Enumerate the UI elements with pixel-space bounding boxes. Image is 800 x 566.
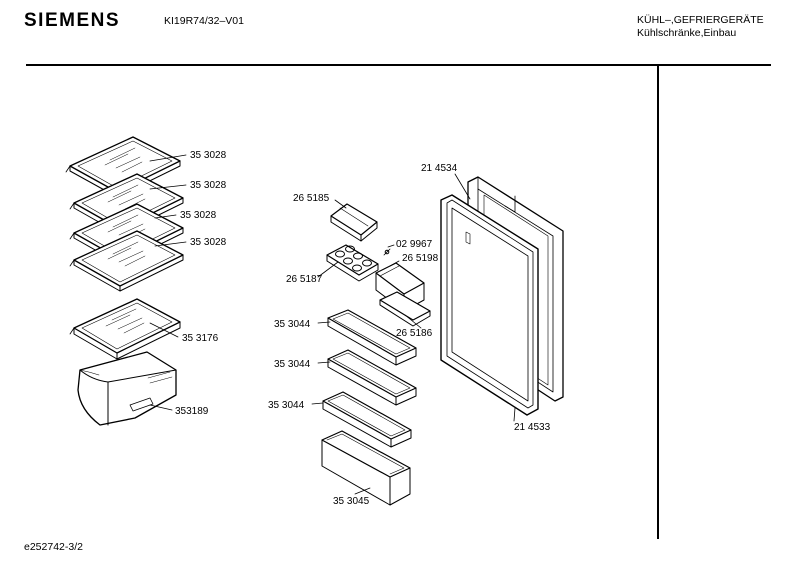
- glass-shelf-2: [69, 173, 184, 235]
- model-number: KI19R74/32–V01: [164, 15, 244, 27]
- egg-tray: [326, 244, 379, 282]
- door-tray-2: [327, 349, 417, 406]
- label-small-box: 26 5185: [293, 193, 330, 204]
- label-shelf-4: 35 3028: [190, 237, 227, 248]
- door-gasket: [440, 194, 539, 416]
- label-screw: 02 9967: [396, 239, 433, 250]
- category-subtitle: Kühlschränke,Einbau: [637, 27, 737, 39]
- label-butter-tray: 26 5186: [396, 328, 433, 339]
- glass-shelf-4: [69, 230, 184, 292]
- label-shelf-1: 35 3028: [190, 150, 227, 161]
- door-tray-1: [327, 309, 417, 366]
- leader-lines: [149, 154, 516, 495]
- label-egg-tray: 26 5187: [286, 274, 323, 285]
- small-box: [330, 203, 378, 242]
- door-bin: [321, 430, 411, 506]
- crisper-drawer: [77, 351, 177, 426]
- label-butter-lid: 26 5198: [402, 253, 439, 264]
- label-door-tray-2: 35 3044: [274, 359, 311, 370]
- label-door-tray-3: 35 3044: [268, 400, 305, 411]
- category-title: KÜHL–,GEFRIERGERÄTE: [637, 14, 764, 26]
- butter-tray: [379, 291, 431, 327]
- label-door-panel: 21 4534: [421, 163, 458, 174]
- label-crisper-drawer: 353189: [175, 406, 209, 417]
- door-tray-3: [322, 391, 412, 448]
- header-divider: [26, 64, 771, 66]
- label-shelf-3: 35 3028: [180, 210, 217, 221]
- margin-divider: [657, 66, 659, 539]
- screw: [383, 248, 391, 256]
- document-id: e252742-3/2: [24, 541, 83, 553]
- label-door-tray-1: 35 3044: [274, 319, 311, 330]
- glass-shelf-5: [69, 298, 181, 360]
- label-shelf-2: 35 3028: [190, 180, 227, 191]
- label-shelf-5: 35 3176: [182, 333, 219, 344]
- label-door-bin: 35 3045: [333, 496, 370, 507]
- label-door-gasket: 21 4533: [514, 422, 551, 433]
- part-labels: 35 3028 35 3028 35 3028 35 3028 35 3176 …: [175, 150, 551, 507]
- brand-logo: SIEMENS: [24, 10, 121, 31]
